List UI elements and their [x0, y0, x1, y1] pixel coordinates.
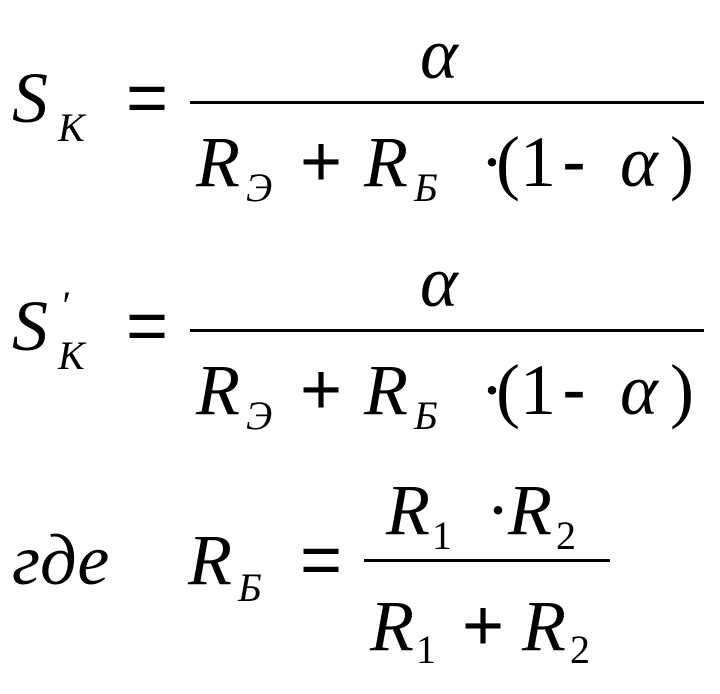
- denominator-r1: R: [196, 122, 240, 202]
- number-one: 1: [520, 122, 556, 202]
- subscript-k: К: [58, 105, 85, 150]
- symbol-s: S: [12, 286, 48, 366]
- denominator-r1-subscript: Э: [246, 393, 273, 438]
- paren-open: (: [496, 122, 520, 202]
- symbol-s: S: [12, 58, 48, 138]
- denominator-r1-subscript: Э: [246, 165, 273, 210]
- denominator-r2: R: [364, 122, 408, 202]
- numerator-r2-subscript: 2: [556, 513, 576, 558]
- numerator-r2: R: [508, 470, 552, 550]
- paren-open: (: [496, 350, 520, 430]
- denominator-r2: R: [364, 350, 408, 430]
- multiply-dot: ·: [480, 122, 504, 202]
- equals-sign: =: [300, 520, 343, 600]
- numerator-alpha: α: [420, 14, 458, 94]
- plus-sign: +: [300, 350, 343, 430]
- fraction-bar: [190, 101, 704, 104]
- subscript-k: К: [58, 333, 85, 378]
- equals-sign: =: [126, 58, 169, 138]
- denominator-r1: R: [196, 350, 240, 430]
- denominator-r2-subscript: Б: [414, 393, 438, 438]
- numerator-alpha: α: [420, 242, 458, 322]
- plus-sign: +: [300, 122, 343, 202]
- denominator-alpha: α: [620, 122, 658, 202]
- minus-sign: -: [562, 350, 586, 430]
- plus-sign: +: [462, 586, 505, 666]
- denominator-r1: R: [370, 586, 414, 666]
- fraction-bar: [190, 329, 704, 332]
- multiply-dot: ·: [480, 350, 504, 430]
- fraction-bar: [364, 559, 610, 562]
- numerator-r1-subscript: 1: [432, 513, 452, 558]
- numerator-r1: R: [386, 470, 430, 550]
- subscript-b: Б: [238, 565, 262, 610]
- equals-sign: =: [126, 286, 169, 366]
- denominator-r1-subscript: 1: [416, 627, 436, 672]
- denominator-alpha: α: [620, 350, 658, 430]
- denominator-r2-subscript: 2: [570, 627, 590, 672]
- prime-mark: ′: [60, 283, 69, 328]
- multiply-dot: ·: [486, 470, 510, 550]
- symbol-r: R: [188, 520, 232, 600]
- denominator-r2: R: [522, 586, 566, 666]
- number-one: 1: [520, 350, 556, 430]
- paren-close: ): [670, 122, 694, 202]
- denominator-r2-subscript: Б: [414, 165, 438, 210]
- paren-close: ): [670, 350, 694, 430]
- minus-sign: -: [562, 122, 586, 202]
- word-gde: где: [12, 520, 110, 600]
